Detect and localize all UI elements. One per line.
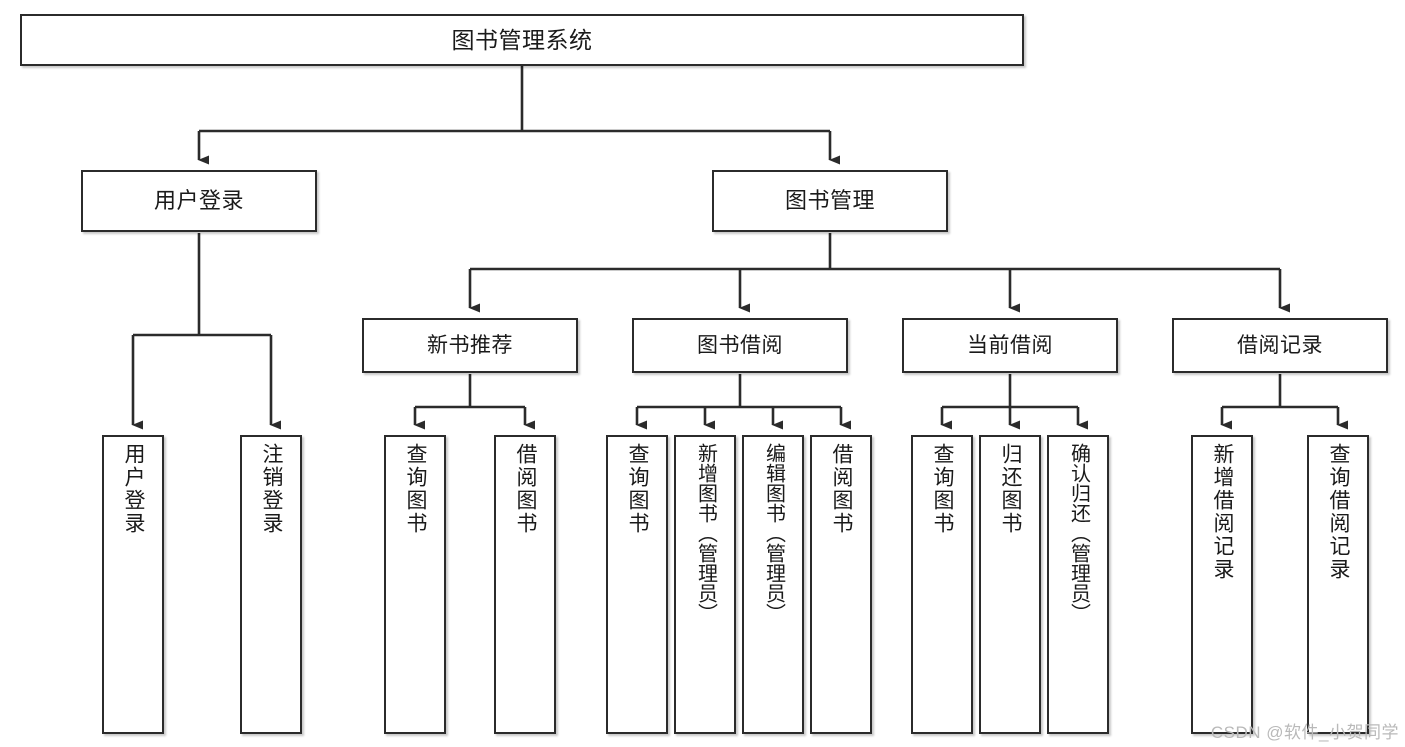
- node-leaf-borrow-book-2-label: 借阅图书: [830, 443, 854, 535]
- node-leaf-borrow-book-2[interactable]: 借阅图书: [810, 435, 872, 734]
- node-leaf-query-book-3-label: 查询图书: [931, 443, 955, 535]
- node-leaf-query-book-2-label: 查询图书: [626, 443, 650, 535]
- node-book-borrow[interactable]: 图书借阅: [632, 318, 848, 373]
- node-book-management[interactable]: 图书管理: [712, 170, 948, 232]
- node-leaf-return-book[interactable]: 归还图书: [979, 435, 1041, 734]
- node-leaf-logout-label: 注销登录: [260, 443, 284, 535]
- node-user-login-label: 用户登录: [153, 187, 244, 213]
- node-leaf-edit-book-label: 编辑图书（管理员）: [762, 443, 785, 623]
- node-leaf-query-record-label: 查询借阅记录: [1327, 443, 1351, 581]
- node-leaf-borrow-book-1-label: 借阅图书: [514, 443, 538, 535]
- node-leaf-logout[interactable]: 注销登录: [240, 435, 302, 734]
- node-leaf-query-record[interactable]: 查询借阅记录: [1307, 435, 1369, 734]
- node-leaf-return-book-label: 归还图书: [999, 443, 1023, 535]
- node-current-borrow[interactable]: 当前借阅: [902, 318, 1118, 373]
- node-leaf-add-record-label: 新增借阅记录: [1211, 443, 1235, 581]
- node-leaf-borrow-book-1[interactable]: 借阅图书: [494, 435, 556, 734]
- node-book-management-label: 图书管理: [784, 187, 875, 213]
- node-leaf-query-book-2[interactable]: 查询图书: [606, 435, 668, 734]
- node-leaf-query-book-1[interactable]: 查询图书: [384, 435, 446, 734]
- node-root[interactable]: 图书管理系统: [20, 14, 1024, 66]
- node-borrow-record-label: 借阅记录: [1237, 333, 1323, 357]
- node-leaf-user-login[interactable]: 用户登录: [102, 435, 164, 734]
- node-user-login[interactable]: 用户登录: [81, 170, 317, 232]
- node-current-borrow-label: 当前借阅: [967, 333, 1053, 357]
- node-leaf-query-book-1-label: 查询图书: [404, 443, 428, 535]
- csdn-watermark: CSDN @软件_小贺同学: [1210, 723, 1399, 742]
- node-book-borrow-label: 图书借阅: [697, 333, 783, 357]
- node-leaf-add-book-label: 新增图书（管理员）: [694, 443, 717, 623]
- node-root-label: 图书管理系统: [451, 26, 593, 53]
- node-new-book-recommend[interactable]: 新书推荐: [362, 318, 578, 373]
- node-leaf-edit-book[interactable]: 编辑图书（管理员）: [742, 435, 804, 734]
- node-leaf-user-login-label: 用户登录: [122, 443, 146, 535]
- node-new-book-recommend-label: 新书推荐: [427, 333, 513, 357]
- node-leaf-add-record[interactable]: 新增借阅记录: [1191, 435, 1253, 734]
- node-leaf-query-book-3[interactable]: 查询图书: [911, 435, 973, 734]
- node-borrow-record[interactable]: 借阅记录: [1172, 318, 1388, 373]
- node-leaf-confirm-return-label: 确认归还（管理员）: [1067, 443, 1090, 623]
- node-leaf-add-book[interactable]: 新增图书（管理员）: [674, 435, 736, 734]
- node-leaf-confirm-return[interactable]: 确认归还（管理员）: [1047, 435, 1109, 734]
